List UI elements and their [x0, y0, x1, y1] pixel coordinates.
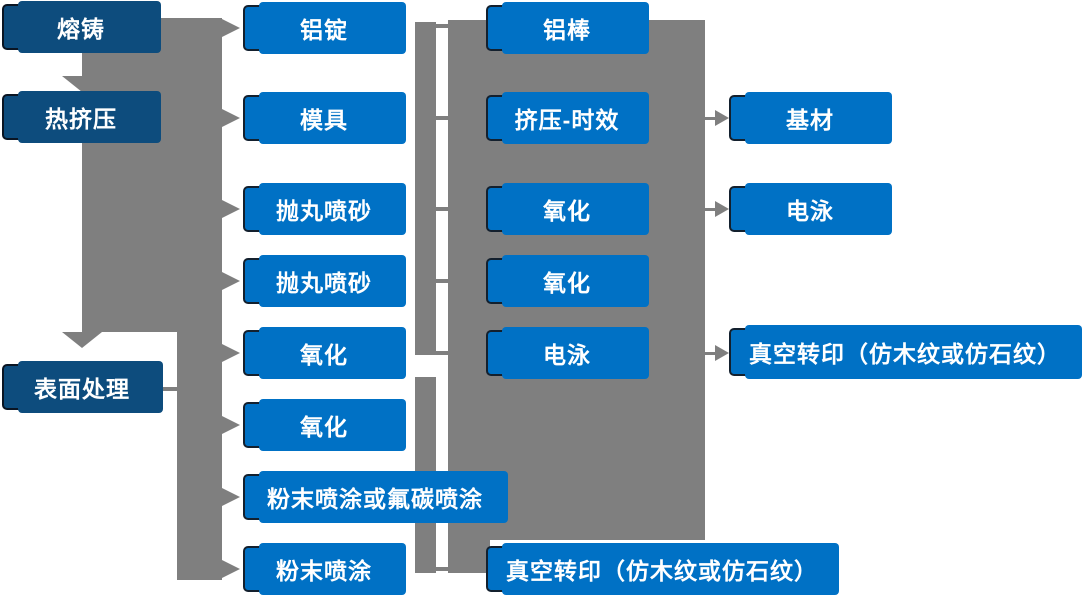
connector-mid-bar-upper: [415, 22, 436, 355]
node-powder-coating: 粉末喷涂: [243, 543, 406, 595]
node-electrophoresis-1: 电泳: [486, 327, 649, 379]
connector-stub-to-electrophoresis: [705, 208, 715, 211]
connector-center-block-extension: [448, 540, 490, 573]
arrow-right-to-vacuum-transfer-icon: [715, 345, 729, 361]
node-label: 氧化: [543, 270, 591, 296]
node-label: 抛丸喷砂: [276, 270, 372, 296]
node-label: 铝锭: [300, 17, 348, 43]
node-label: 表面处理: [34, 376, 130, 402]
connector-left-trunk-wide: [82, 18, 222, 332]
arrow-right-to-oxidation-1-icon: [222, 344, 240, 362]
node-surface-treatment: 表面处理: [2, 361, 163, 413]
arrow-right-to-electrophoresis-icon: [715, 201, 729, 217]
node-label: 熔铸: [57, 16, 105, 42]
node-oxidation-4: 氧化: [486, 255, 649, 307]
node-label: 电泳: [543, 342, 591, 368]
node-shot-blasting-2: 抛丸喷砂: [243, 255, 406, 307]
node-label: 模具: [300, 107, 348, 133]
connector-tick-bottom: [424, 567, 452, 571]
node-label: 氧化: [543, 198, 591, 224]
node-aluminum-ingot: 铝锭: [243, 2, 406, 54]
node-aluminum-rod: 铝棒: [486, 2, 649, 54]
node-oxidation-1: 氧化: [243, 327, 406, 379]
connector-tick-row4: [424, 279, 448, 283]
connector-tick-row1: [424, 24, 448, 28]
node-label: 粉末喷涂或氟碳喷涂: [267, 486, 483, 512]
connector-tick-row2: [424, 116, 448, 120]
arrow-right-to-mold-icon: [222, 109, 240, 127]
node-mold: 模具: [243, 92, 406, 144]
arrow-right-to-powder-fluorocarbon-icon: [222, 488, 240, 506]
connector-tick-row5: [424, 351, 448, 355]
connector-surface-treatment-stub: [163, 387, 179, 391]
arrow-right-to-shot-blasting-1-icon: [222, 200, 240, 218]
node-label: 真空转印（仿木纹或仿石纹）: [749, 341, 1061, 367]
node-shot-blasting-1: 抛丸喷砂: [243, 183, 406, 235]
node-electrophoresis-2: 电泳: [729, 183, 892, 235]
node-vacuum-transfer-print-2: 真空转印（仿木纹或仿石纹）: [729, 325, 1082, 379]
arrow-right-to-base-material-icon: [715, 110, 729, 126]
connector-stub-to-base-material: [705, 117, 715, 120]
arrow-right-to-oxidation-2-icon: [222, 416, 240, 434]
connector-tick-row3: [424, 207, 448, 211]
arrow-right-to-powder-coating-icon: [222, 560, 240, 578]
arrow-right-to-shot-blasting-2-icon: [222, 272, 240, 290]
node-hot-extrusion: 热挤压: [2, 91, 161, 143]
node-oxidation-2: 氧化: [243, 399, 406, 451]
node-label: 粉末喷涂: [276, 558, 372, 584]
arrow-down-to-surface-treatment-icon: [62, 332, 102, 348]
arrow-right-to-aluminum-ingot-icon: [222, 19, 240, 37]
node-oxidation-3: 氧化: [486, 183, 649, 235]
node-label: 热挤压: [45, 106, 117, 132]
connector-left-trunk-narrow: [177, 332, 222, 580]
node-label: 真空转印（仿木纹或仿石纹）: [506, 558, 818, 584]
node-label: 抛丸喷砂: [276, 198, 372, 224]
connector-stub-to-vacuum-transfer: [705, 352, 715, 355]
node-label: 铝棒: [543, 17, 591, 43]
node-base-material: 基材: [729, 92, 892, 144]
arrow-down-to-hot-extrusion-icon: [62, 76, 102, 92]
node-label: 基材: [786, 107, 834, 133]
node-label: 挤压-时效: [514, 107, 620, 133]
node-label: 氧化: [300, 414, 348, 440]
node-powder-or-fluorocarbon-coating: 粉末喷涂或氟碳喷涂: [243, 471, 508, 523]
node-label: 电泳: [786, 198, 834, 224]
node-extrusion-aging: 挤压-时效: [486, 92, 649, 144]
node-vacuum-transfer-print-1: 真空转印（仿木纹或仿石纹）: [486, 543, 839, 595]
node-melting-casting: 熔铸: [2, 1, 161, 53]
node-label: 氧化: [300, 342, 348, 368]
